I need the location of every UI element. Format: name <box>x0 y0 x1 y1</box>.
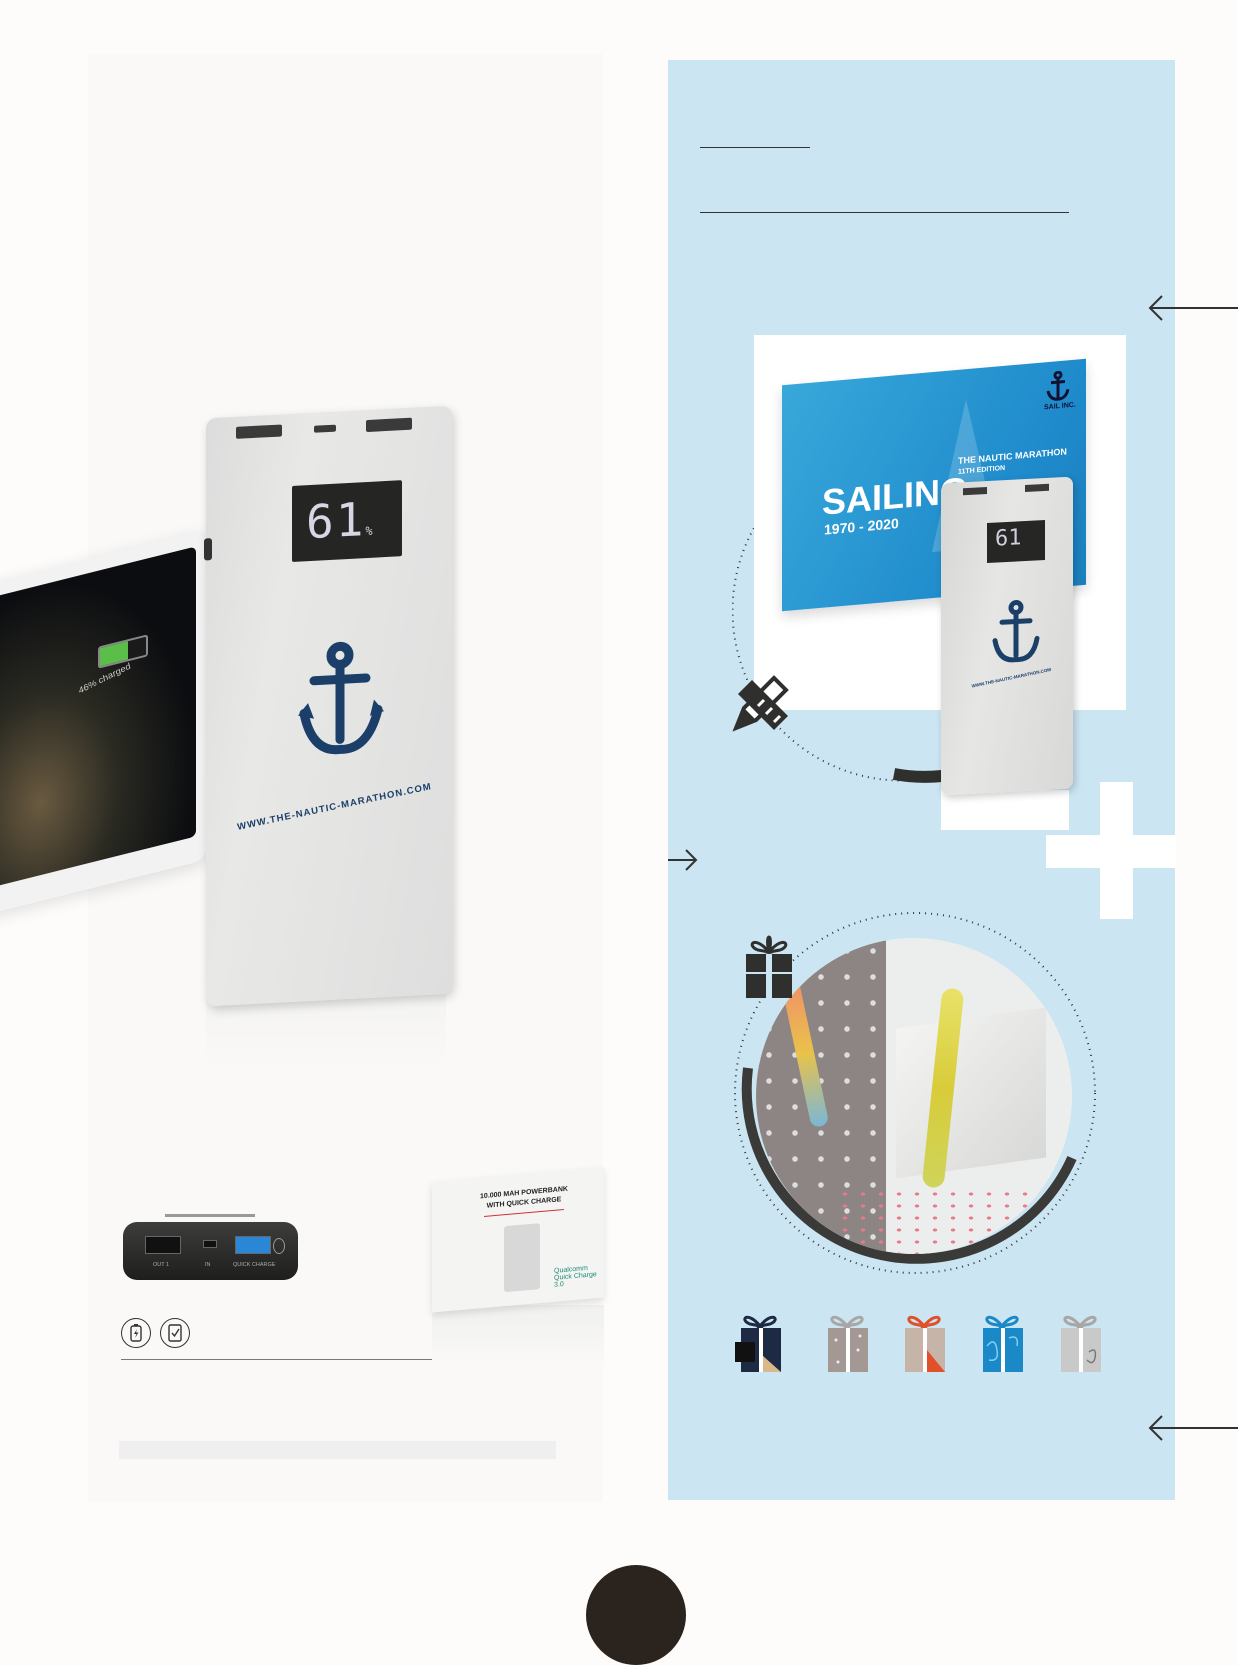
white-gift-box <box>896 1007 1046 1179</box>
feature-divider <box>121 1359 432 1360</box>
micro-usb-port-icon <box>314 424 336 433</box>
port-label: OUT 1 <box>153 1262 170 1268</box>
led-display: 61 <box>987 520 1045 564</box>
quick-charge-badge: Qualcomm Quick Charge 3.0 <box>554 1264 597 1289</box>
sailing-brand: SAIL INC. <box>1044 401 1076 412</box>
plus-shape <box>1046 835 1176 868</box>
heading-rule-long <box>700 212 1069 213</box>
powerbank-url-print: WWW.THE-NAUTIC-MARATHON.COM <box>236 781 433 833</box>
display-reading: 61 <box>306 492 366 550</box>
anchor-logo-icon <box>992 600 1040 663</box>
battery-bolt-icon <box>121 1318 151 1348</box>
micro-usb-port-icon <box>203 1240 217 1248</box>
ports-closeup-image: OUT 1 IN QUICK CHARGE <box>123 1222 298 1280</box>
anchor-logo-icon <box>298 641 384 755</box>
led-display: 61% <box>292 480 402 562</box>
silver-pattern-gift-icon <box>1061 1315 1101 1372</box>
powerbank-reflection <box>941 790 1069 830</box>
blue-swirl-gift-icon <box>983 1315 1023 1372</box>
branded-powerbank-image: 61 WWW.THE-NAUTIC-MARATHON.COM <box>941 476 1073 796</box>
tablet-screen: 46% charged <box>0 546 196 892</box>
page-number-badge <box>586 1565 686 1665</box>
arrow-right-icon <box>668 849 698 871</box>
power-button <box>204 538 212 561</box>
taupe-dots-gift-icon <box>828 1315 868 1372</box>
gift-wrapping-photo <box>756 938 1072 1254</box>
display-unit: % <box>365 523 375 539</box>
arrow-left-icon <box>1148 295 1238 321</box>
box-powerbank-print <box>504 1223 540 1293</box>
confetti <box>836 1188 1056 1254</box>
powerbank-image: 61% WWW.THE-NAUTIC-MARATHON.COM <box>204 405 452 1007</box>
tablet-image: 46% charged <box>0 528 210 922</box>
sailing-box-image: SAILING 1970 - 2020 THE NAUTIC MARATHON … <box>782 358 1086 612</box>
usb-port-icon <box>963 487 987 496</box>
arrow-left-icon <box>1148 1415 1238 1441</box>
dotted-ring <box>732 517 943 783</box>
navy-wrap-gift-icon <box>735 1315 781 1372</box>
box-reflection <box>432 1305 604 1365</box>
gift-icon <box>746 935 792 998</box>
powerbank-url-print: WWW.THE-NAUTIC-MARATHON.COM <box>971 666 1052 689</box>
qc-logo-icon <box>273 1238 285 1254</box>
placeholder-bar <box>119 1441 556 1459</box>
anchor-logo-icon <box>1046 370 1070 401</box>
display-reading: 61 <box>995 525 1022 552</box>
port-label: IN <box>205 1262 211 1268</box>
heading-rule-short <box>700 147 810 148</box>
usb-port-icon <box>145 1236 181 1254</box>
usb-port-icon <box>366 417 412 433</box>
packaging-box-image: 10.000 MAH POWERBANK WITH QUICK CHARGE Q… <box>432 1167 604 1313</box>
pen-ruler-icon <box>732 675 789 732</box>
tablet-check-icon <box>160 1318 190 1348</box>
usb-port-icon <box>1025 483 1049 493</box>
usb-port-icon <box>236 424 282 439</box>
orange-confetti-gift-icon <box>905 1315 945 1372</box>
ports-image-edge <box>165 1214 255 1217</box>
port-label: QUICK CHARGE <box>233 1262 276 1268</box>
quick-charge-port-icon <box>235 1236 271 1254</box>
